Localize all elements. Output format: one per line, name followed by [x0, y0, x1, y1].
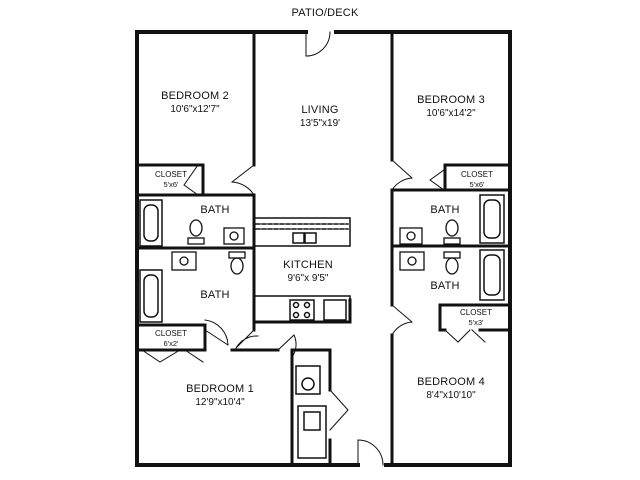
- bedroom3-name: BEDROOM 3: [417, 94, 485, 106]
- closet-tl-name: CLOSET: [154, 170, 187, 179]
- closet-bl-dim: 6'x2': [163, 339, 179, 348]
- kitchen-dim: 9'6"x 9'5": [287, 273, 329, 284]
- bath-br-name: BATH: [430, 280, 460, 292]
- interior-walls: [135, 30, 512, 467]
- kitchen-name: KITCHEN: [283, 259, 333, 271]
- bedroom2-dim: 10'6"x12'7": [170, 104, 220, 115]
- living-name: LIVING: [301, 104, 339, 116]
- closet-tl-dim: 5'x6': [163, 180, 179, 189]
- closet-tr-name: CLOSET: [460, 170, 493, 179]
- bedroom2-name: BEDROOM 2: [161, 90, 229, 102]
- closet-br-dim: 5'x3': [468, 318, 484, 327]
- bedroom3-dim: 10'6"x14'2": [426, 108, 476, 119]
- bath-tr-name: BATH: [430, 204, 460, 216]
- closet-br-name: CLOSET: [459, 308, 492, 317]
- laundry-fixtures: [295, 365, 327, 459]
- bedroom4-name: BEDROOM 4: [417, 376, 485, 388]
- bath-bl-name: BATH: [200, 289, 230, 301]
- kitchen-counters: [253, 217, 351, 323]
- closet-tr-dim: 5'x6': [469, 180, 485, 189]
- living-dim: 13'5"x19': [299, 118, 341, 129]
- closet-bl-name: CLOSET: [154, 329, 187, 338]
- bedroom4-dim: 8'4"x10'10": [426, 390, 476, 401]
- bath-fixtures: [171, 219, 461, 275]
- bathtub-fixtures: [139, 194, 505, 323]
- bedroom1-name: BEDROOM 1: [186, 383, 254, 395]
- bedroom1-dim: 12'9"x10'4": [195, 397, 245, 408]
- door-swings: [141, 31, 486, 466]
- patio-label: PATIO/DECK: [291, 7, 359, 19]
- bath-tl-name: BATH: [200, 204, 230, 216]
